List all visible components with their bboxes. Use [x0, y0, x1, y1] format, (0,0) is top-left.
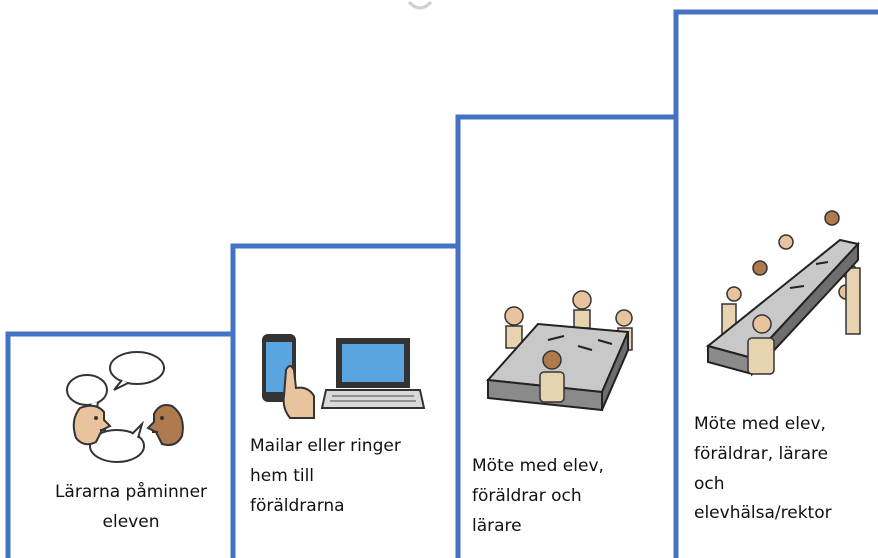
step-3-label: Möte med elev, föräldrar och lärare [472, 456, 604, 536]
partial-icon [407, 0, 433, 10]
phone-and-laptop-icon [262, 334, 426, 419]
speech-faces-icon [66, 351, 184, 463]
step-1-label: Lärarna påminner eleven [54, 482, 208, 532]
small-meeting-table-icon [485, 290, 633, 412]
step-4-label: Möte med elev, föräldrar, lärare och ele… [694, 414, 832, 524]
step-2-label: Mailar eller ringer hem till föräldrarna [250, 436, 401, 516]
large-meeting-table-icon [705, 210, 861, 377]
